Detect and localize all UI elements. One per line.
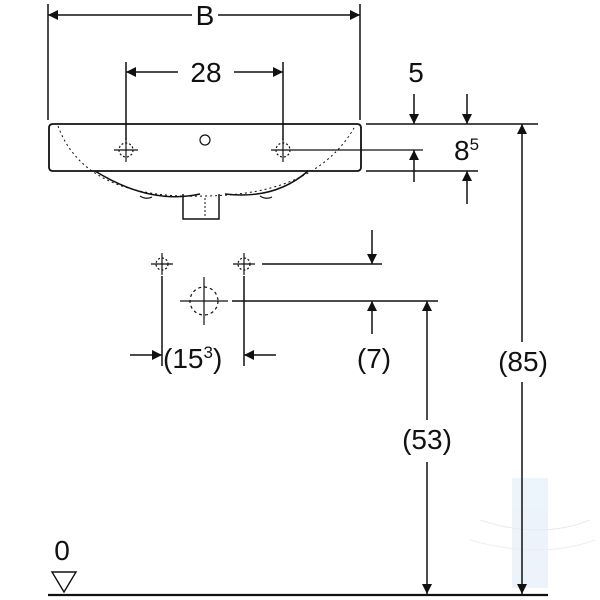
watermark-logo <box>469 478 596 588</box>
supply-left-icon <box>151 253 173 275</box>
supply-offset-label: (7) <box>357 343 391 374</box>
supply-right-icon <box>233 253 255 275</box>
supply-spacing-dimension <box>130 276 276 366</box>
supply-spacing-label: (153) <box>163 343 222 374</box>
rim-height-label: (85) <box>498 346 548 377</box>
width-label: B <box>196 0 215 31</box>
waste-connection-icon <box>180 277 228 325</box>
rim-thickness-dimension <box>366 94 538 204</box>
tap-hole-left-icon <box>114 138 138 162</box>
waste-height-label: (53) <box>402 424 452 455</box>
width-dimension <box>47 4 361 120</box>
tap-spacing-label: 28 <box>190 57 221 88</box>
thickness-superscript: 5 <box>470 135 479 154</box>
supply-spacing-close: ) <box>213 343 222 374</box>
supply-spacing-open: (15 <box>163 343 203 374</box>
basin-body <box>48 123 362 220</box>
floor-label: 0 <box>54 535 70 566</box>
thickness-base: 8 <box>454 135 470 166</box>
supply-spacing-superscript: 3 <box>203 343 212 362</box>
supply-offset-dimension <box>232 230 438 334</box>
thickness-label: 85 <box>454 135 479 166</box>
tap-spacing-dimension <box>125 62 284 140</box>
rim-offset-label: 5 <box>408 57 424 88</box>
floor-line <box>48 571 548 597</box>
tap-hole-right-icon <box>271 138 423 162</box>
